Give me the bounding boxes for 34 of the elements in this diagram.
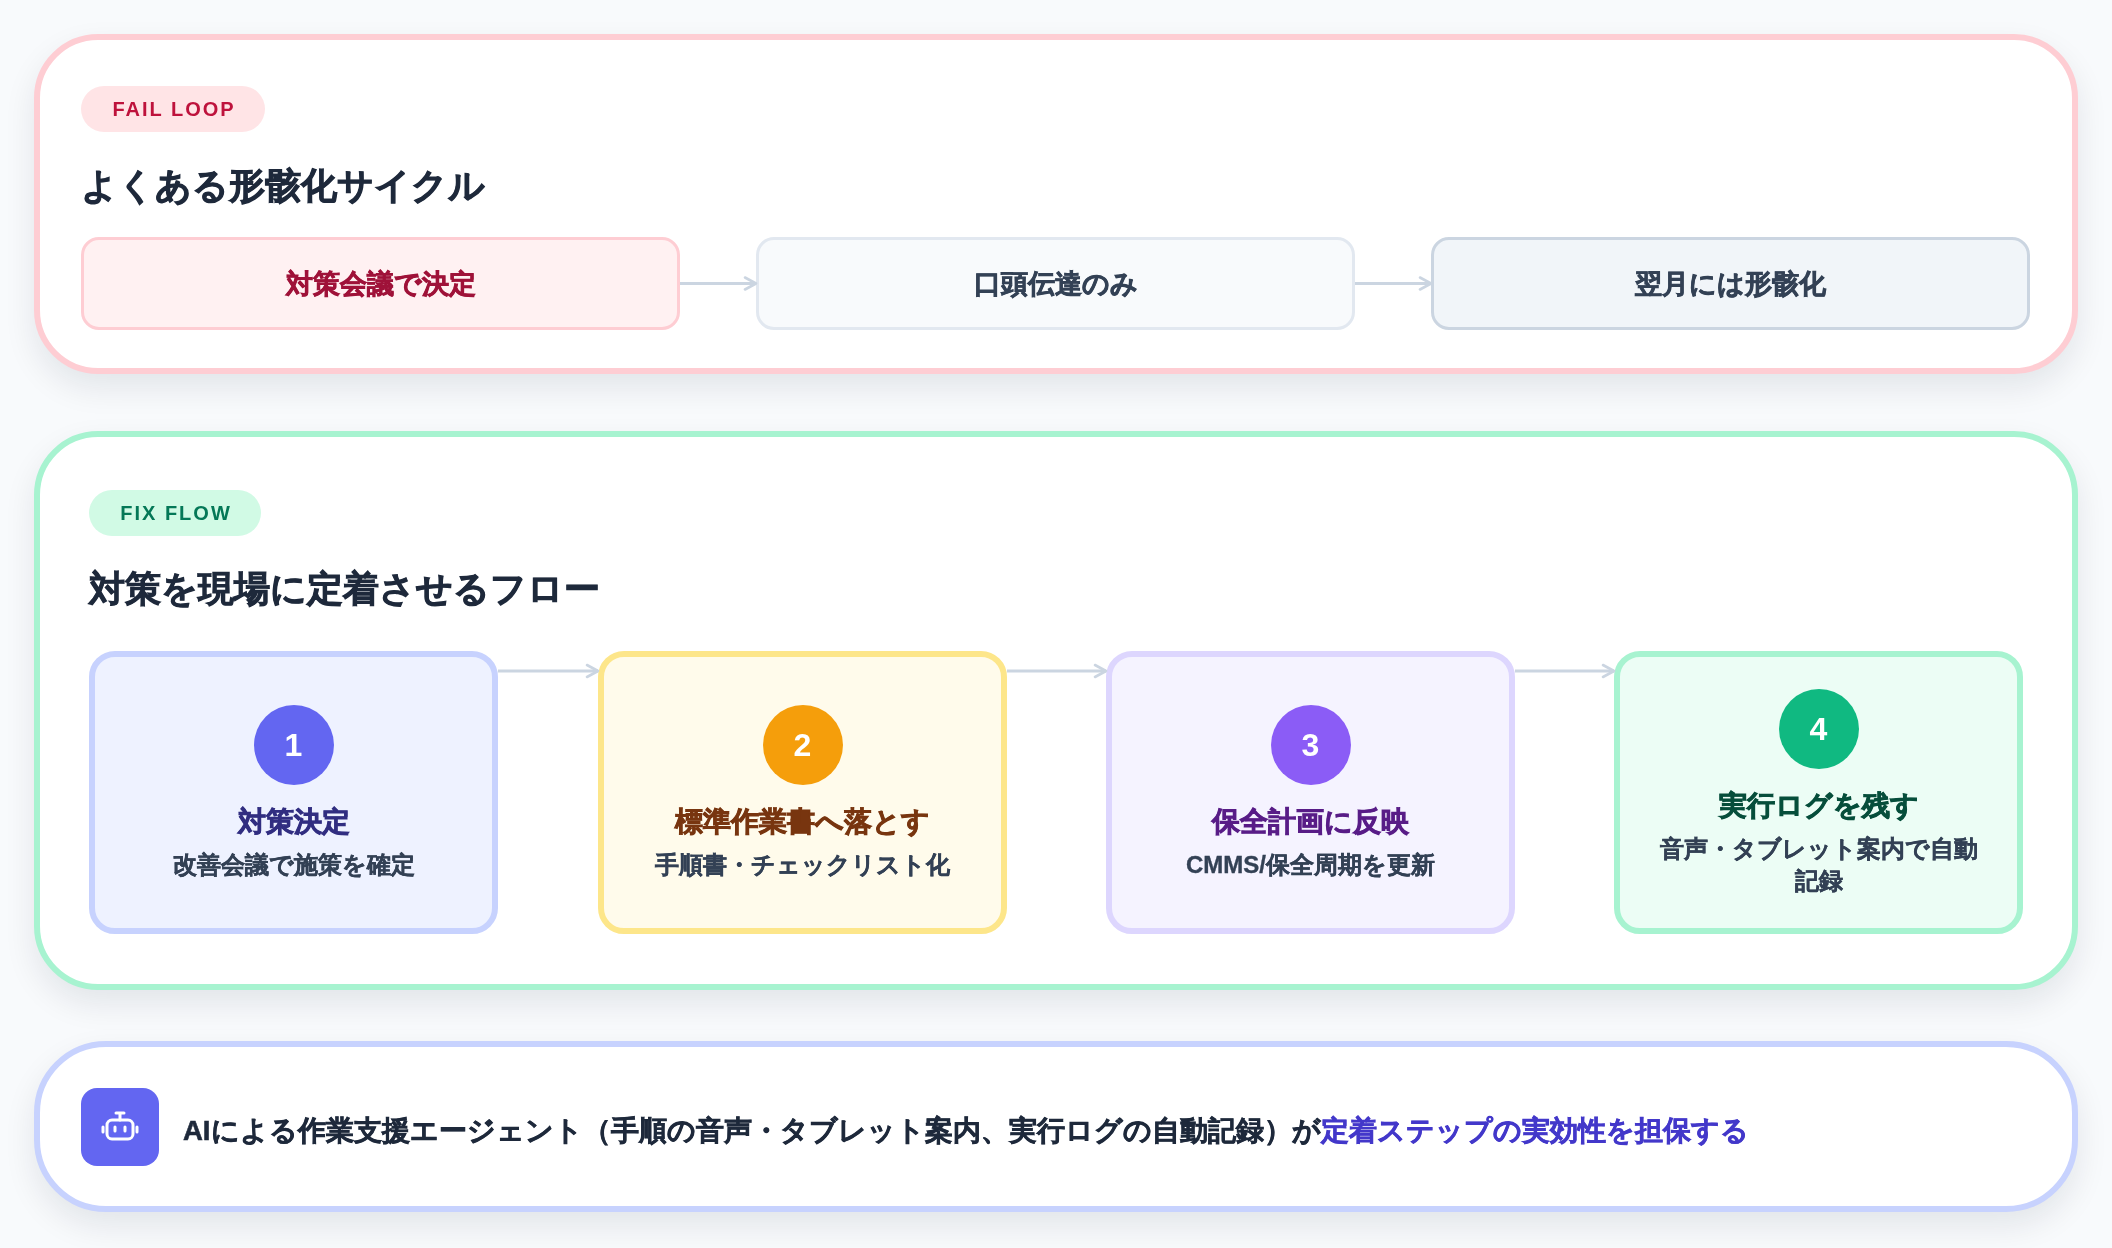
step-description: 手順書・チェックリスト化 bbox=[655, 850, 950, 880]
arrow bbox=[1355, 276, 1433, 291]
step-card bbox=[1106, 651, 1515, 934]
step-title: 対策決定 bbox=[237, 805, 350, 839]
number-circle: 4 bbox=[1778, 689, 1859, 769]
arrow bbox=[1007, 663, 1108, 679]
step-card bbox=[89, 651, 498, 934]
step-description: 音声・タブレット案内で自動記録 bbox=[1658, 834, 1979, 896]
panel bbox=[34, 431, 2078, 990]
step-description: 改善会議で施策を確定 bbox=[172, 850, 415, 880]
note-text: AIによる作業支援エージェント（手順の音声・タブレット案内、実行ログの自動記録）が定着ステップの実効性を担保する bbox=[183, 1114, 1749, 1148]
panel-heading: 対策を現場に定着させるフロー bbox=[89, 567, 600, 611]
step-box bbox=[756, 237, 1355, 330]
step-card bbox=[1614, 651, 2023, 934]
number-circle: 3 bbox=[1270, 705, 1351, 785]
step-label: 口頭伝達のみ bbox=[973, 267, 1138, 301]
step-description: CMMS/保全周期を更新 bbox=[1186, 850, 1435, 880]
arrow bbox=[498, 663, 600, 679]
arrow bbox=[1515, 663, 1616, 679]
step-box bbox=[1431, 237, 2030, 330]
step-title: 標準作業書へ落とす bbox=[675, 805, 930, 839]
number-circle: 2 bbox=[762, 705, 843, 785]
arrow bbox=[680, 276, 758, 291]
step-label: 対策会議で決定 bbox=[285, 267, 476, 301]
step-title: 保全計画に反映 bbox=[1212, 805, 1409, 839]
number-circle: 1 bbox=[253, 705, 334, 785]
step-card bbox=[598, 651, 1007, 934]
section-tag: FIX FLOW bbox=[89, 490, 261, 536]
step-label: 翌月には形骸化 bbox=[1635, 267, 1826, 301]
step-title: 実行ログを残す bbox=[1718, 789, 1919, 823]
panel-heading: よくある形骸化サイクル bbox=[81, 164, 485, 208]
step-box bbox=[81, 237, 680, 330]
section-tag: FAIL LOOP bbox=[81, 86, 265, 132]
panel bbox=[34, 34, 2078, 374]
